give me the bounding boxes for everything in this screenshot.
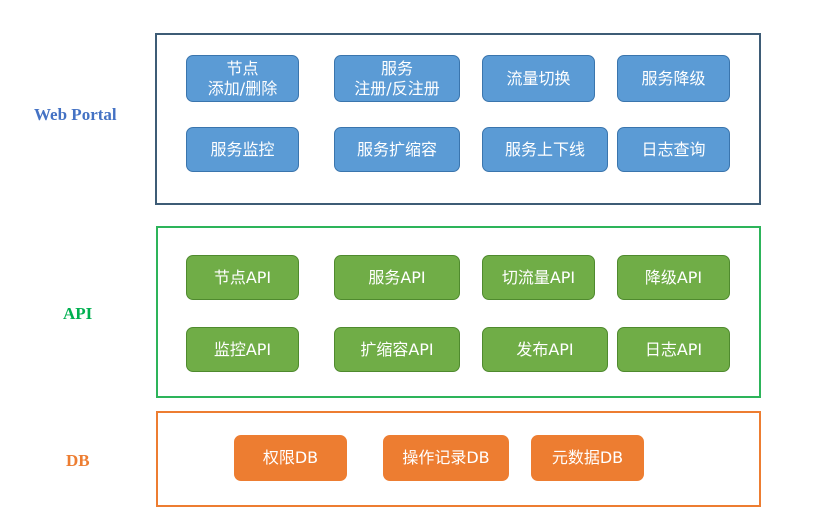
- node-node-api: 节点API: [186, 255, 299, 300]
- db-layer-label: DB: [66, 451, 90, 470]
- node-log-api: 日志API: [617, 327, 730, 372]
- api-layer-label: API: [63, 304, 93, 323]
- node-service-scaling: 服务扩缩容: [334, 127, 460, 172]
- node-service-api: 服务API: [334, 255, 460, 300]
- node-monitor-api: 监控API: [186, 327, 299, 372]
- node-release-api: 发布API: [482, 327, 608, 372]
- web-portal-layer-label: Web Portal: [34, 105, 117, 124]
- node-service-degrade: 服务降级: [617, 55, 730, 102]
- node-service-online-offline: 服务上下线: [482, 127, 608, 172]
- api-layer: [156, 226, 761, 398]
- node-degrade-api: 降级API: [617, 255, 730, 300]
- node-log-query: 日志查询: [617, 127, 730, 172]
- node-service-register: 服务 注册/反注册: [334, 55, 460, 102]
- node-service-monitor: 服务监控: [186, 127, 299, 172]
- node-scaling-api: 扩缩容API: [334, 327, 460, 372]
- node-traffic-api: 切流量API: [482, 255, 595, 300]
- node-traffic-switch: 流量切换: [482, 55, 595, 102]
- node-add-remove-node: 节点 添加/删除: [186, 55, 299, 102]
- node-metadata-db: 元数据DB: [531, 435, 644, 481]
- node-operation-log-db: 操作记录DB: [383, 435, 509, 481]
- node-permission-db: 权限DB: [234, 435, 347, 481]
